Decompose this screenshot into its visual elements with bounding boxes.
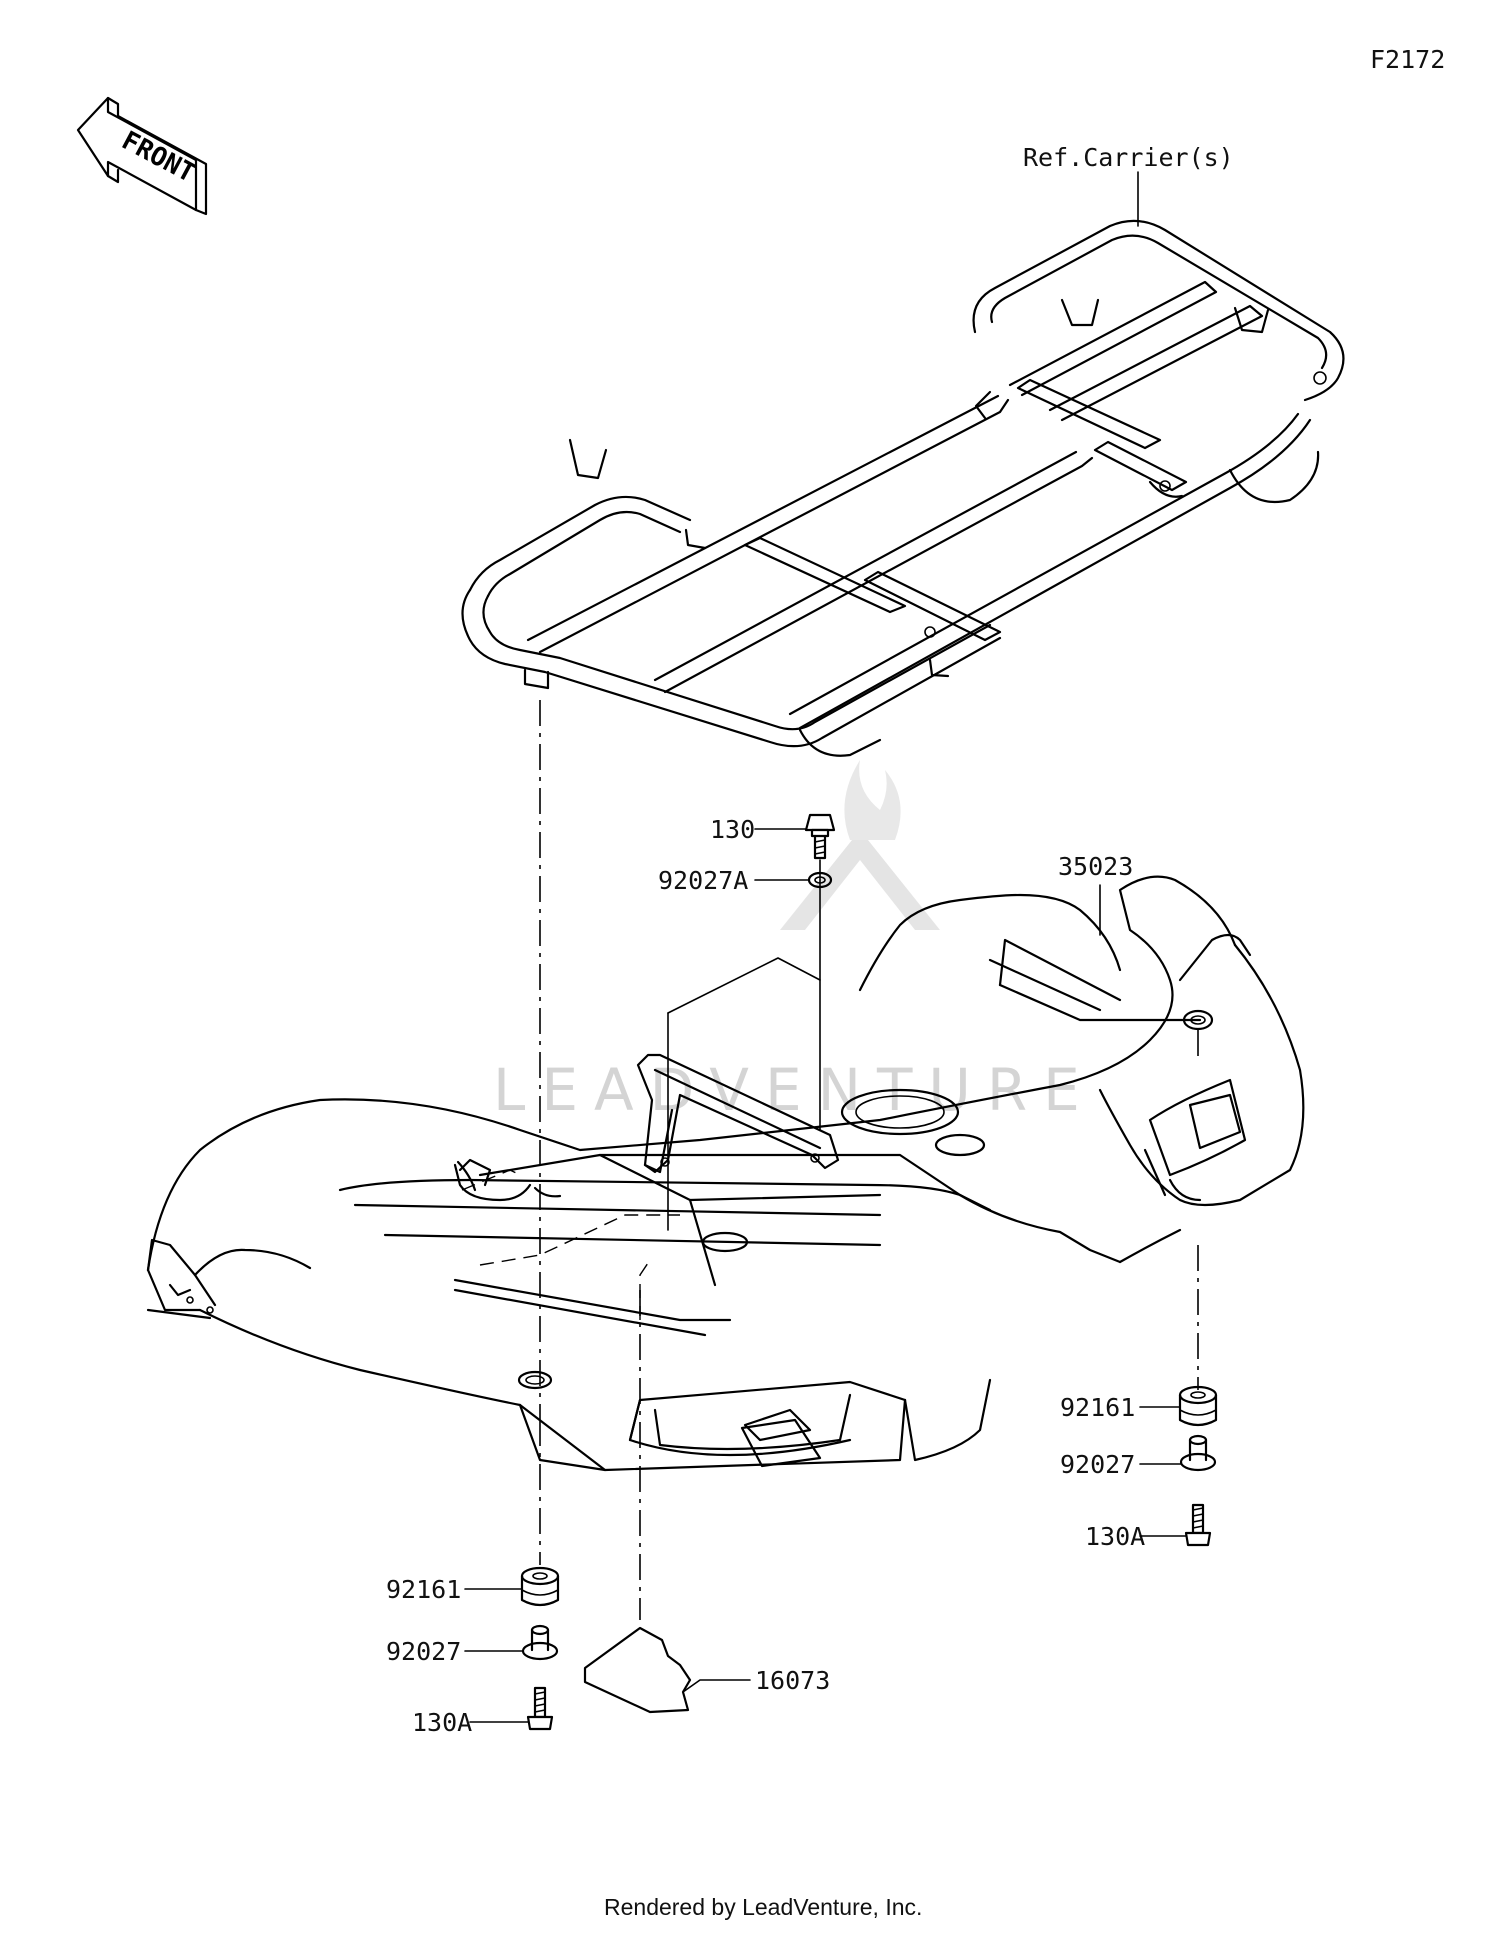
watermark: LEADVENTURE xyxy=(493,760,1096,1124)
svg-text:92027: 92027 xyxy=(1060,1450,1135,1479)
callout-92027a: 92027A xyxy=(658,866,809,895)
callout-92027-right: 92027 xyxy=(1060,1450,1182,1479)
bracket-link-line xyxy=(667,957,821,1014)
callout-92027-left: 92027 xyxy=(386,1637,524,1666)
svg-text:92027A: 92027A xyxy=(658,866,748,895)
svg-text:35023: 35023 xyxy=(1058,852,1133,881)
callout-130a-right: 130A xyxy=(1085,1522,1187,1551)
callout-35023: 35023 xyxy=(1058,852,1133,936)
callout-130a-left: 130A xyxy=(412,1708,529,1737)
diagram-code: F2172 xyxy=(1370,45,1445,74)
svg-text:130A: 130A xyxy=(412,1708,472,1737)
callout-92161-left: 92161 xyxy=(386,1575,523,1604)
rear-fender xyxy=(146,875,1305,1472)
bolt-right-icon xyxy=(1184,1503,1212,1547)
svg-text:92161: 92161 xyxy=(386,1575,461,1604)
svg-text:92161: 92161 xyxy=(1060,1393,1135,1422)
callout-130: 130 xyxy=(710,815,807,844)
footer-credit: Rendered by LeadVenture, Inc. xyxy=(604,1894,922,1920)
grommet-right-icon xyxy=(1178,1385,1218,1427)
svg-text:130A: 130A xyxy=(1085,1522,1145,1551)
grommet-left-icon xyxy=(520,1566,560,1607)
callout-16073: 16073 xyxy=(682,1666,830,1695)
collar-right-icon xyxy=(1179,1434,1217,1472)
bolt-left-icon xyxy=(526,1686,554,1731)
callout-92161-right: 92161 xyxy=(1060,1393,1181,1422)
carrier-rack xyxy=(461,219,1345,757)
svg-text:16073: 16073 xyxy=(755,1666,830,1695)
front-arrow-icon: FRONT xyxy=(76,96,208,216)
collar-left-icon xyxy=(521,1624,559,1661)
svg-text:92027: 92027 xyxy=(386,1637,461,1666)
carrier-ref-label: Ref.Carrier(s) xyxy=(1023,143,1234,172)
pad-16073-icon xyxy=(583,1626,692,1714)
bolt-130-icon xyxy=(804,813,836,860)
washer-92027a-icon xyxy=(807,871,833,889)
svg-text:130: 130 xyxy=(710,815,755,844)
watermark-text: LEADVENTURE xyxy=(493,1056,1096,1124)
